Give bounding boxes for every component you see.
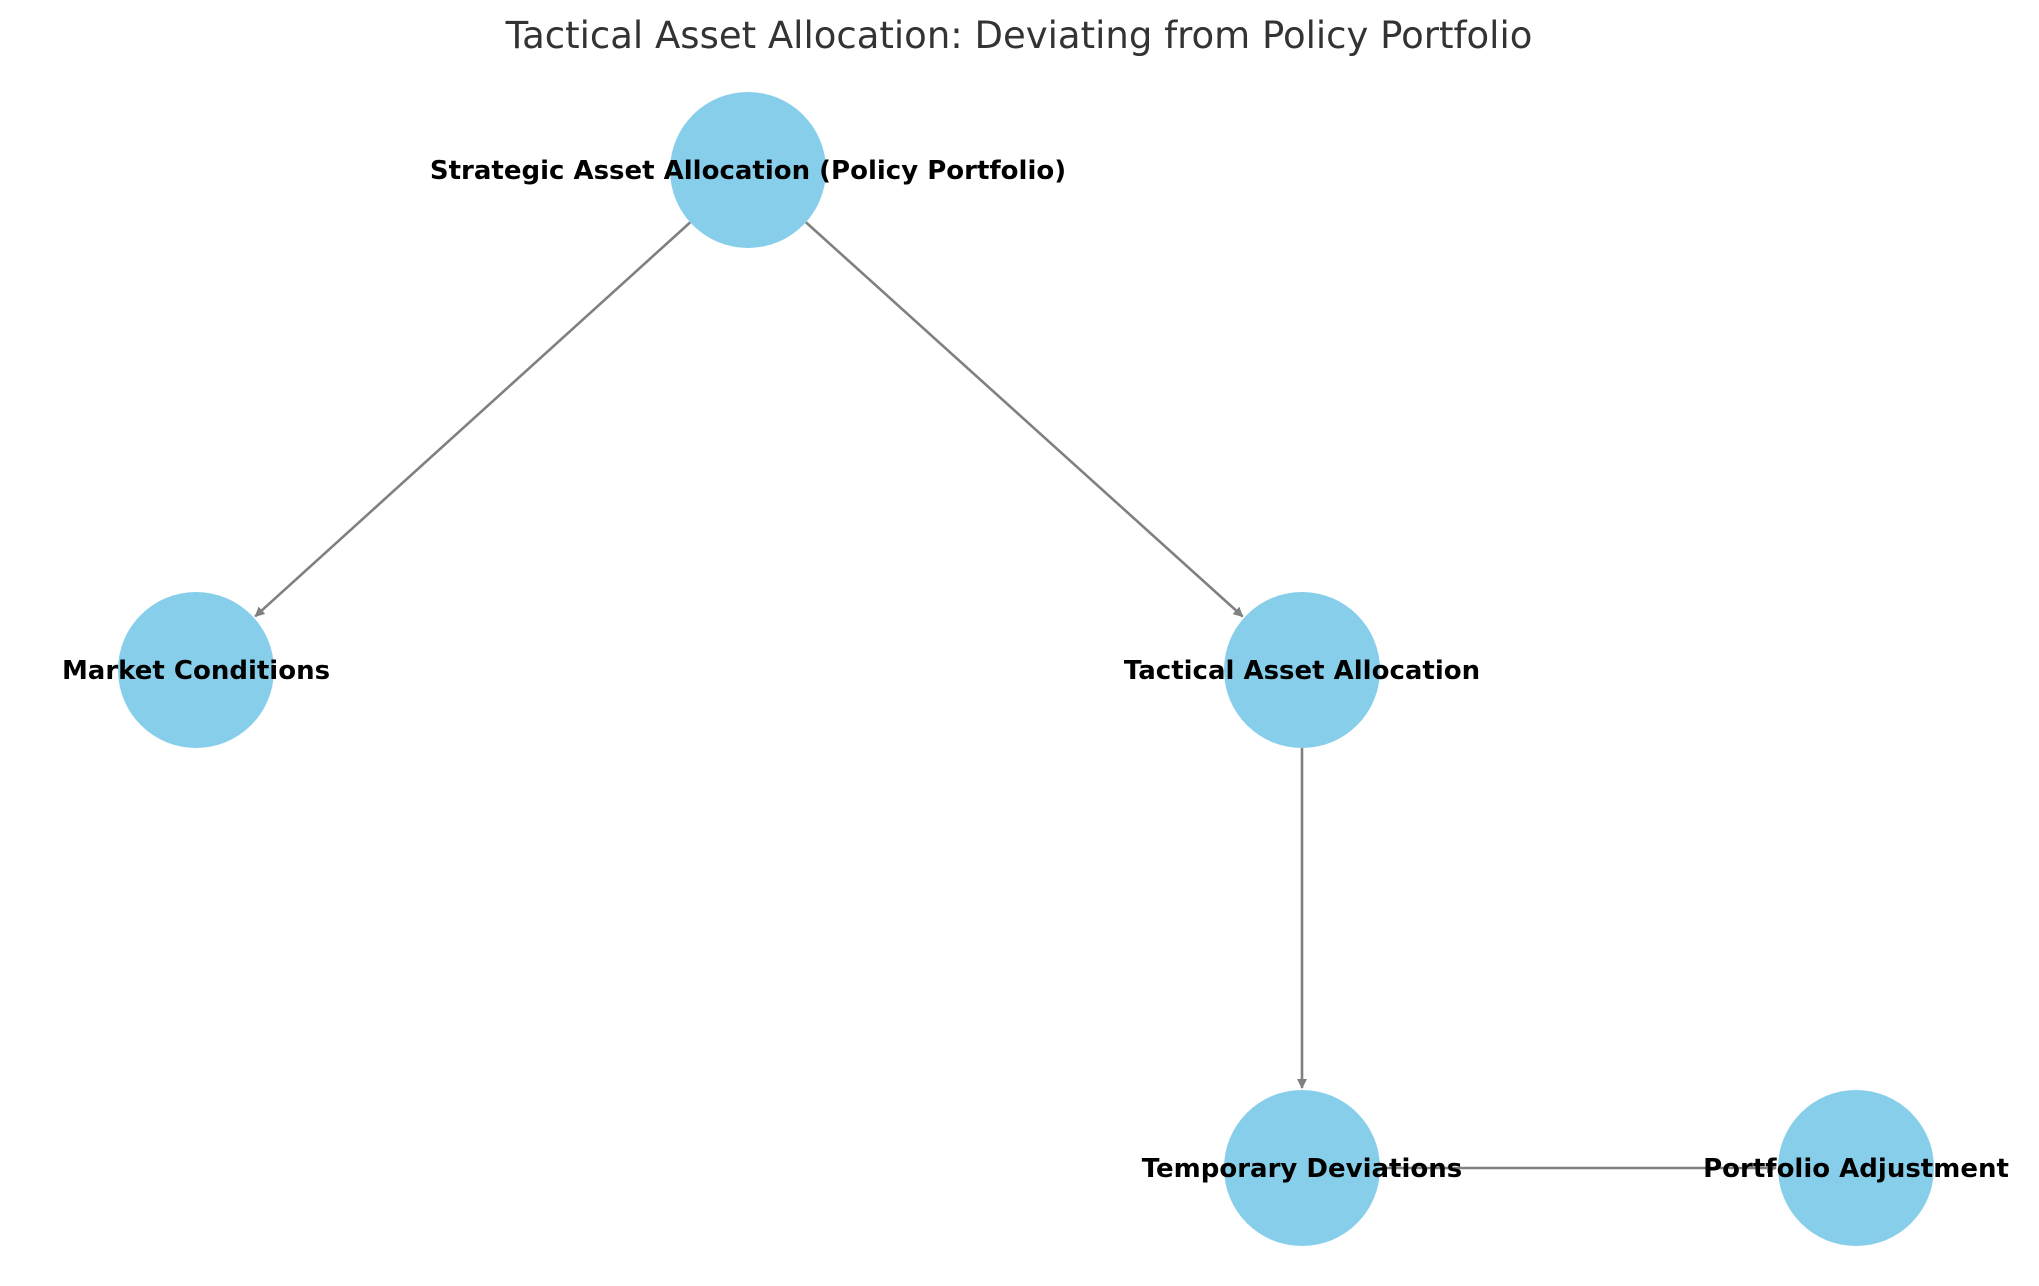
- node-mc: [118, 592, 274, 748]
- node-label-mc: Market Conditions: [62, 656, 330, 686]
- node-label-td: Temporary Deviations: [1142, 1154, 1462, 1184]
- node-taa: [1224, 592, 1380, 748]
- edge-saa-to-taa: [805, 221, 1244, 618]
- nodes-layer: [118, 92, 1934, 1246]
- node-pa: [1778, 1090, 1934, 1246]
- node-saa: [670, 92, 826, 248]
- labels-layer: Strategic Asset Allocation (Policy Portf…: [62, 156, 2009, 1184]
- edges-layer: [254, 221, 1777, 1173]
- node-label-pa: Portfolio Adjustment: [1703, 1154, 2009, 1184]
- diagram-title: Tactical Asset Allocation: Deviating fro…: [505, 14, 1533, 57]
- node-label-taa: Tactical Asset Allocation: [1124, 656, 1480, 686]
- node-td: [1224, 1090, 1380, 1246]
- node-label-saa: Strategic Asset Allocation (Policy Portf…: [430, 156, 1066, 186]
- edge-saa-to-mc: [254, 221, 692, 618]
